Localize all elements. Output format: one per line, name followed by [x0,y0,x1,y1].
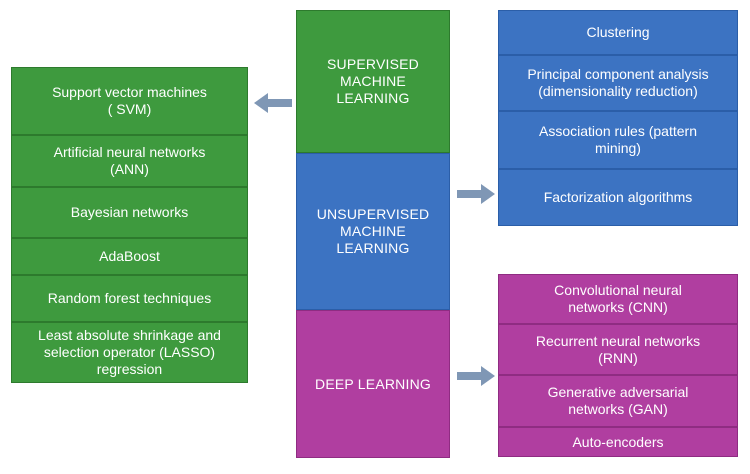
arrow-right-to-deep-icon [457,366,495,386]
supervised-item-lasso: Least absolute shrinkage and selection o… [11,322,248,383]
unsupervised-category: UNSUPERVISED MACHINE LEARNING [296,153,450,310]
deep-item-autoencoders: Auto-encoders [498,427,738,457]
supervised-item-svm: Support vector machines ( SVM) [11,67,248,135]
supervised-item-random-forest: Random forest techniques [11,275,248,322]
unsupervised-item-factorization: Factorization algorithms [498,169,738,226]
unsupervised-item-association: Association rules (pattern mining) [498,111,738,169]
supervised-item-adaboost: AdaBoost [11,238,248,275]
unsupervised-item-clustering: Clustering [498,10,738,55]
deep-learning-category: DEEP LEARNING [296,310,450,458]
deep-item-gan: Generative adversarial networks (GAN) [498,375,738,427]
supervised-item-ann: Artificial neural networks (ANN) [11,135,248,187]
arrow-left-to-supervised-icon [254,93,292,113]
arrow-right-to-unsupervised-icon [457,184,495,204]
deep-item-rnn: Recurrent neural networks (RNN) [498,324,738,375]
supervised-category: SUPERVISED MACHINE LEARNING [296,10,450,153]
deep-item-cnn: Convolutional neural networks (CNN) [498,274,738,324]
unsupervised-item-pca: Principal component analysis (dimensiona… [498,55,738,111]
supervised-item-bayesian: Bayesian networks [11,187,248,238]
